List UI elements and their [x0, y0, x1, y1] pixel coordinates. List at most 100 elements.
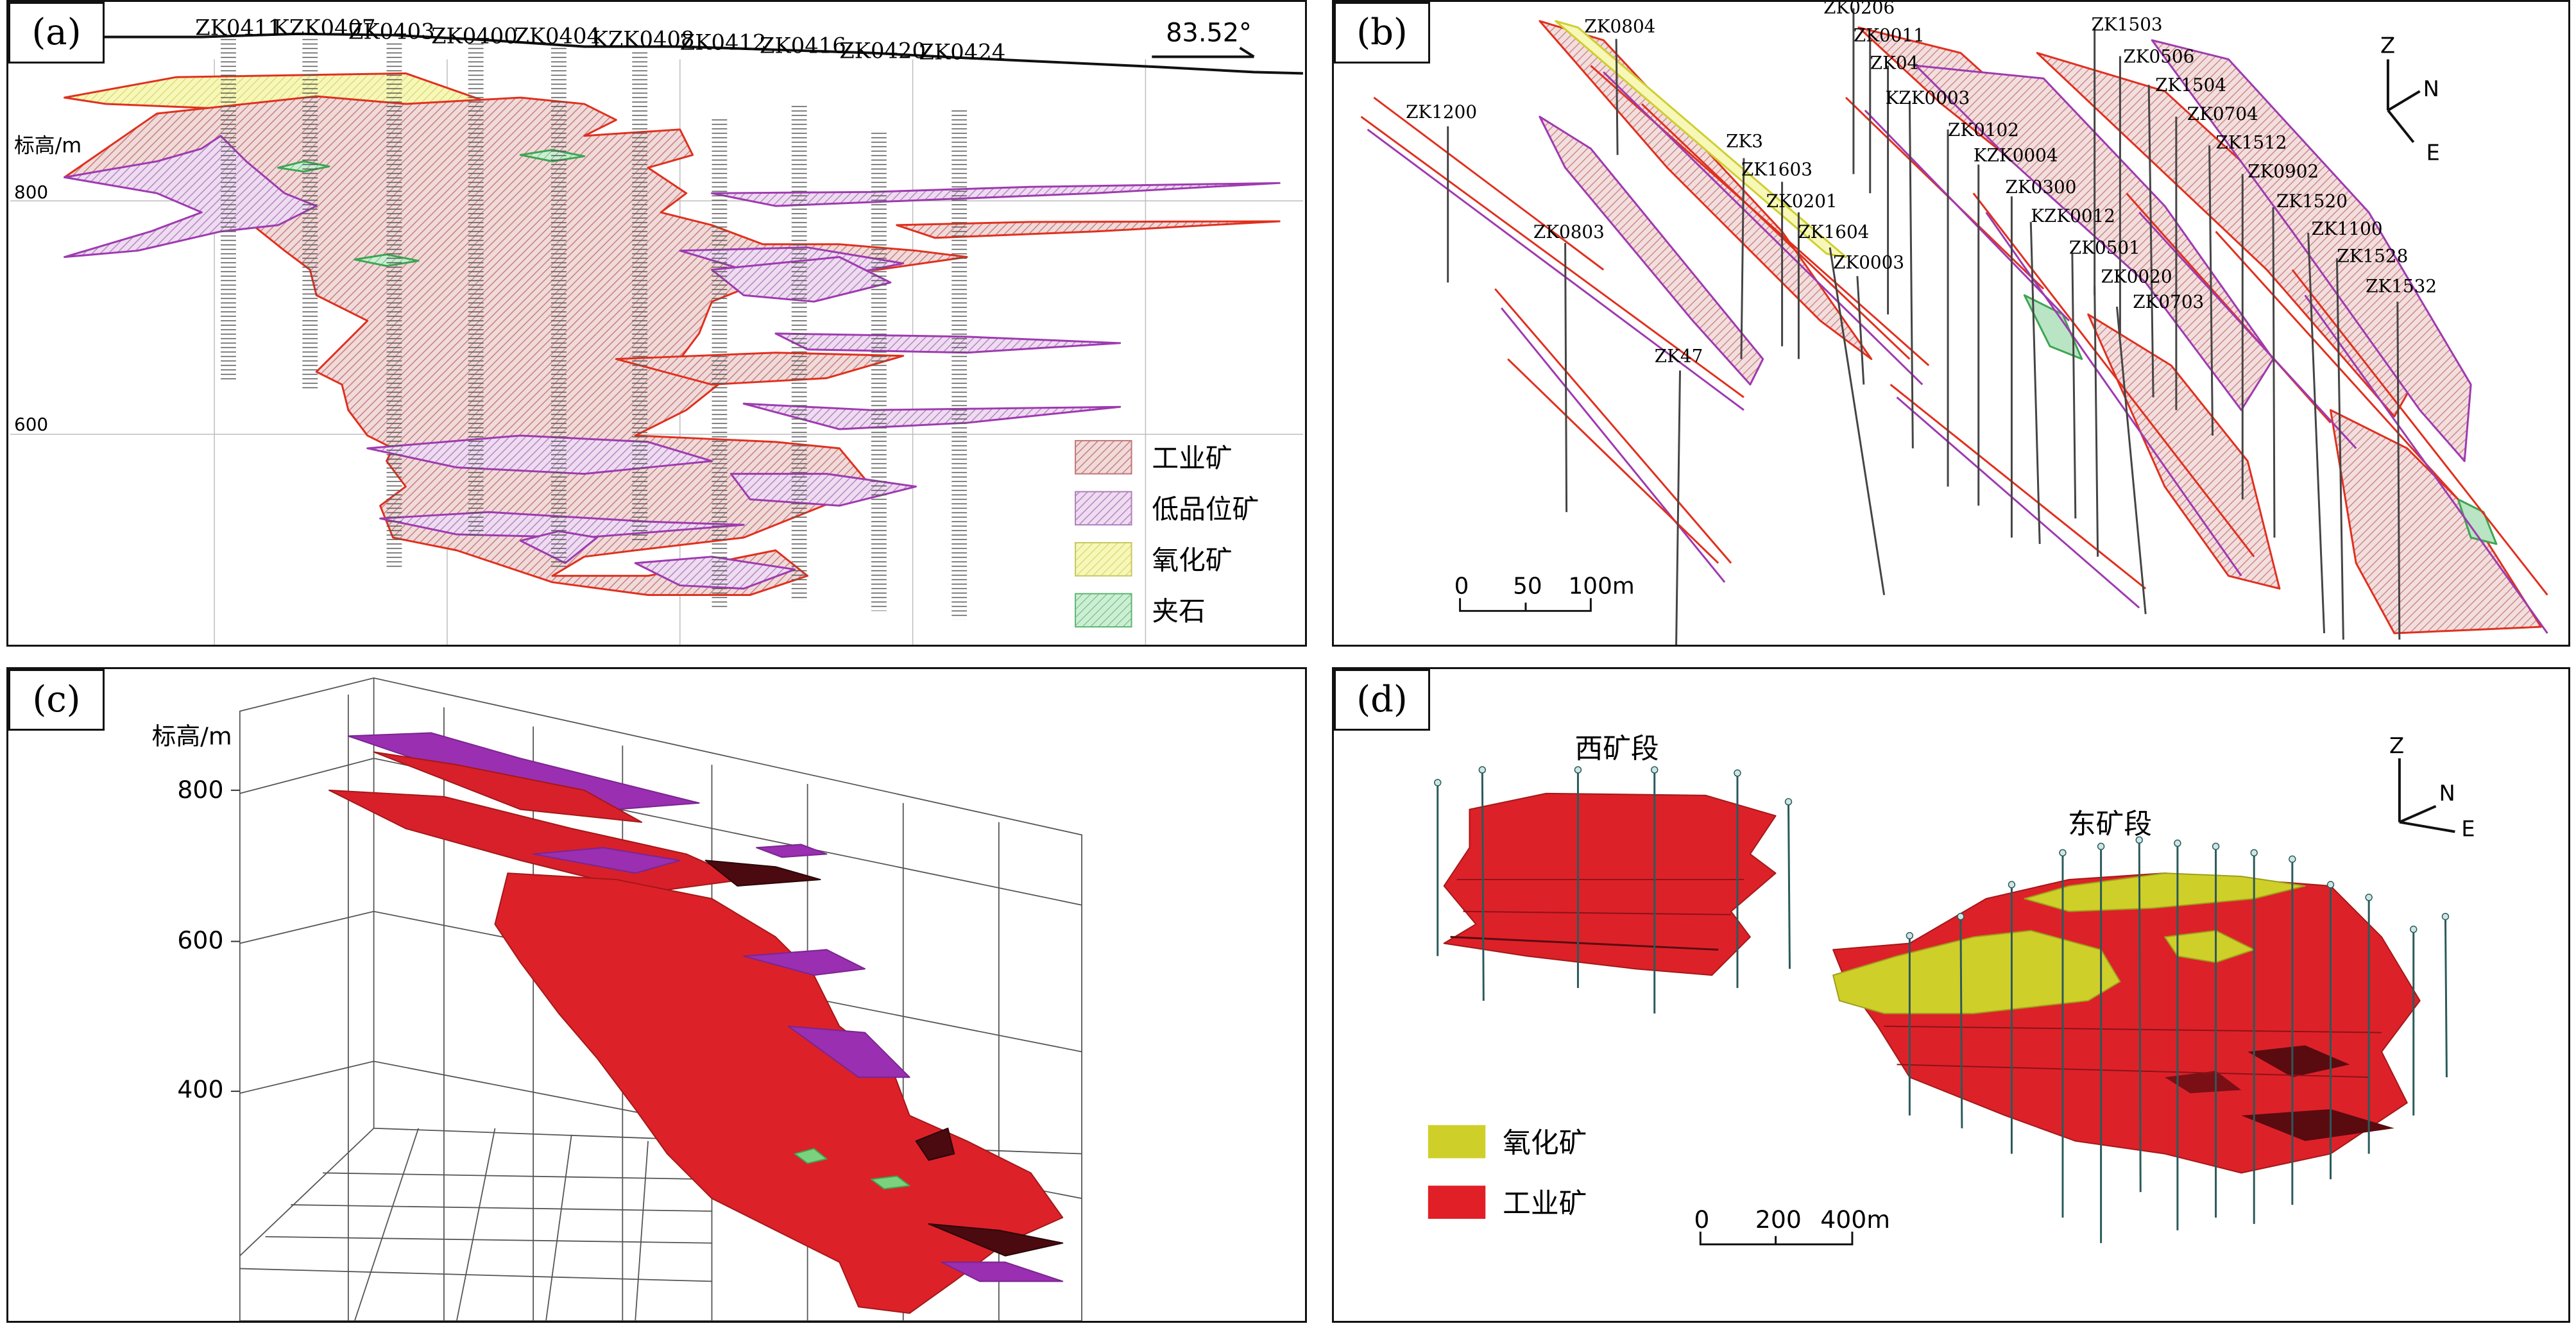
hole-label: ZK1604: [1798, 221, 1869, 242]
hole-label: ZK0400: [431, 24, 518, 49]
hole-label: ZK1504: [2155, 74, 2226, 96]
orebody-3d-group: [328, 732, 1064, 1314]
hole-label: ZK0703: [2133, 291, 2204, 312]
drillhole-trace: [221, 37, 236, 382]
scale-label: 0: [1454, 573, 1469, 599]
west-orebody: [1443, 792, 1777, 976]
scale-label: 0: [1694, 1205, 1709, 1234]
east-oxide-left: [1832, 930, 2121, 1014]
legend-a: 工业矿 低品位矿 氧化矿 夹石: [1075, 439, 1259, 628]
drillhole-trace: [951, 109, 968, 620]
legend-label-oxide: 氧化矿: [1503, 1127, 1587, 1160]
drillhole-trace: [550, 46, 567, 570]
east-drillholes: [1908, 841, 2448, 1243]
hole-label: ZK1603: [1741, 158, 1813, 180]
drillhole-trace: [468, 41, 484, 539]
compass-b: [2386, 59, 2421, 143]
scale-label: 100m: [1569, 573, 1635, 599]
panel-a-section: 83.52° 标高/m 800 600: [10, 15, 1304, 645]
hole-label: ZK1532: [2366, 275, 2437, 296]
strike-lines: [1360, 65, 2548, 634]
elevation-tick-400: 400: [177, 1075, 223, 1103]
orebody-industrial-east: [896, 220, 1281, 239]
hole-label: ZK0506: [2123, 46, 2194, 67]
drillhole: [2272, 207, 2276, 538]
hole-labels: ZK0411 KZK0407 ZK0403 ZK0400 ZK0404 KZK0…: [195, 15, 1005, 65]
elevation-tick-600: 600: [177, 926, 223, 954]
drillhole: [2115, 307, 2147, 615]
orebody-gangue: [794, 1148, 828, 1164]
hole-label: ZK3: [1726, 131, 1763, 152]
drillhole: [2208, 145, 2214, 436]
terrain-line: [10, 32, 1304, 75]
drillhole-trace: [632, 49, 648, 541]
orebody-industrial-mid: [615, 352, 905, 386]
hole-label: ZK0704: [2187, 103, 2258, 124]
hole-label: ZK1100: [2312, 218, 2383, 239]
hole-label: ZK0416: [760, 33, 846, 58]
scale-bar-b: 0 50 100m: [1454, 573, 1635, 612]
drillhole: [2029, 221, 2041, 544]
orebody-purple: [743, 949, 866, 976]
orebody-lowgrade-west: [64, 135, 318, 259]
legend-swatch-oxide: [1075, 541, 1132, 577]
ore-sheet-gangue: [2023, 294, 2083, 361]
legend-label-industrial: 工业矿: [1503, 1187, 1587, 1220]
panel-c: 标高/m 800 600 400 (c): [6, 667, 1307, 1323]
legend-swatch-industrial: [1428, 1186, 1486, 1219]
compass-e: E: [2461, 816, 2475, 841]
orebody-group: [64, 72, 1281, 596]
hole-label: ZK0403: [348, 19, 435, 44]
ore-sheet: [2151, 39, 2472, 463]
compass-d: [2398, 758, 2455, 833]
scale-label: 50: [1513, 573, 1542, 599]
orebody-dark: [704, 860, 821, 887]
ore-sheet-gangue: [2457, 498, 2498, 545]
legend-label-gangue: 夹石: [1152, 595, 1206, 627]
hole-label: ZK0804: [1584, 16, 1655, 37]
west-section-title: 西矿段: [1574, 733, 1659, 765]
legend-label-oxide: 氧化矿: [1152, 545, 1232, 576]
compass-n: N: [2439, 781, 2455, 806]
hole-label: ZK0300: [2005, 176, 2076, 198]
hole-label: ZK0424: [919, 39, 1006, 64]
elevation-tick-800: 800: [177, 776, 223, 804]
legend-label-industrial: 工业矿: [1152, 443, 1232, 474]
panel-d: 西矿段 东矿段: [1332, 667, 2570, 1323]
hole-label: ZK1512: [2216, 132, 2287, 153]
hole-label: ZK0411: [195, 15, 282, 40]
east-orebody: [1832, 872, 2421, 1174]
elevation-axis-title: 标高/m: [14, 134, 81, 158]
legend-swatch-lowgrade: [1075, 491, 1132, 526]
east-drill-collars: [1906, 836, 2450, 940]
hole-label: ZK0102: [1948, 119, 2019, 140]
hole-label: KZK0004: [1974, 145, 2058, 166]
ore-sheet: [2329, 409, 2542, 634]
drillhole: [1564, 242, 1568, 513]
panel-label-d: (d): [1334, 669, 1430, 731]
drillhole: [2094, 285, 2099, 557]
east-section-title: 东矿段: [2068, 808, 2152, 840]
hole-label: ZK04: [1870, 52, 1919, 73]
east-oxide-center: [2164, 930, 2255, 964]
orebody-red-main: [494, 872, 1064, 1314]
elevation-axis-title: 标高/m: [152, 722, 232, 750]
compass-e: E: [2427, 140, 2440, 166]
drillhole-trace: [791, 104, 807, 602]
hole-label: ZK0404: [514, 24, 601, 49]
hole-label: KZK0003: [1886, 87, 1970, 108]
orebody-purple: [533, 847, 681, 874]
hole-label: KZK0408: [592, 27, 695, 52]
ore-sheet: [1539, 115, 1764, 386]
legend-swatch-oxide: [1428, 1125, 1486, 1159]
hole-label: ZK1528: [2337, 246, 2408, 267]
hole-label: ZK0020: [2101, 266, 2172, 287]
panel-label-b: (b): [1334, 2, 1430, 64]
orebody-purple: [787, 1025, 910, 1078]
panel-b: ZK0804 ZK0206 ZK0011 ZK04 KZK0003 ZK0102…: [1332, 0, 2570, 647]
drillhole: [1740, 158, 1745, 359]
panel-a: 83.52° 标高/m 800 600: [6, 0, 1307, 647]
compass-z: Z: [2389, 733, 2404, 758]
orebody-purple: [941, 1261, 1064, 1282]
compass-n: N: [2423, 76, 2439, 101]
